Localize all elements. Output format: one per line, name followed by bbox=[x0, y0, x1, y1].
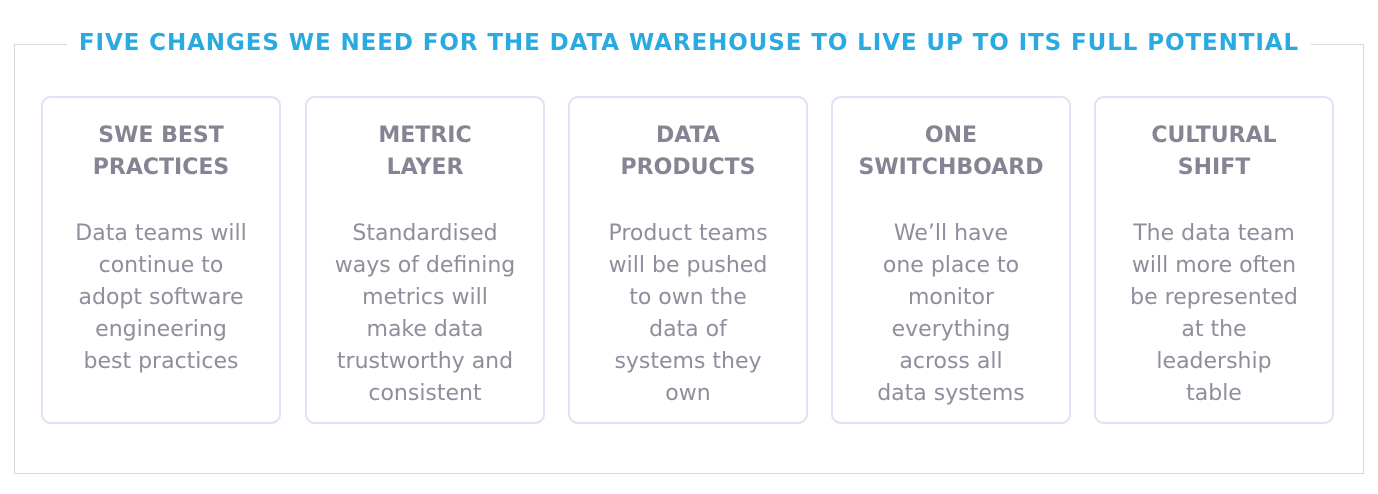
card-heading: SWE BEST PRACTICES bbox=[92, 123, 230, 180]
card-description: The data team will more often be represe… bbox=[1130, 221, 1298, 406]
card-heading: ONE SWITCHBOARD bbox=[858, 123, 1044, 180]
card-cultural-shift: CULTURAL SHIFT The data team will more o… bbox=[1094, 96, 1334, 424]
card-data-products: DATA PRODUCTS Product teams will be push… bbox=[568, 96, 808, 424]
card-heading: DATA PRODUCTS bbox=[620, 123, 756, 180]
card-heading: METRIC LAYER bbox=[378, 123, 472, 180]
card-heading: CULTURAL SHIFT bbox=[1151, 123, 1277, 180]
card-one-switchboard: ONE SWITCHBOARD We’ll have one place to … bbox=[831, 96, 1071, 424]
card-description: Standardised ways of defining metrics wi… bbox=[334, 221, 516, 406]
card-description: Product teams will be pushed to own the … bbox=[608, 221, 768, 406]
card-description: We’ll have one place to monitor everythi… bbox=[877, 221, 1025, 406]
card-description: Data teams will continue to adopt softwa… bbox=[75, 221, 247, 374]
card-swe-best-practices: SWE BEST PRACTICES Data teams will conti… bbox=[41, 96, 281, 424]
card-metric-layer: METRIC LAYER Standardised ways of defini… bbox=[305, 96, 545, 424]
